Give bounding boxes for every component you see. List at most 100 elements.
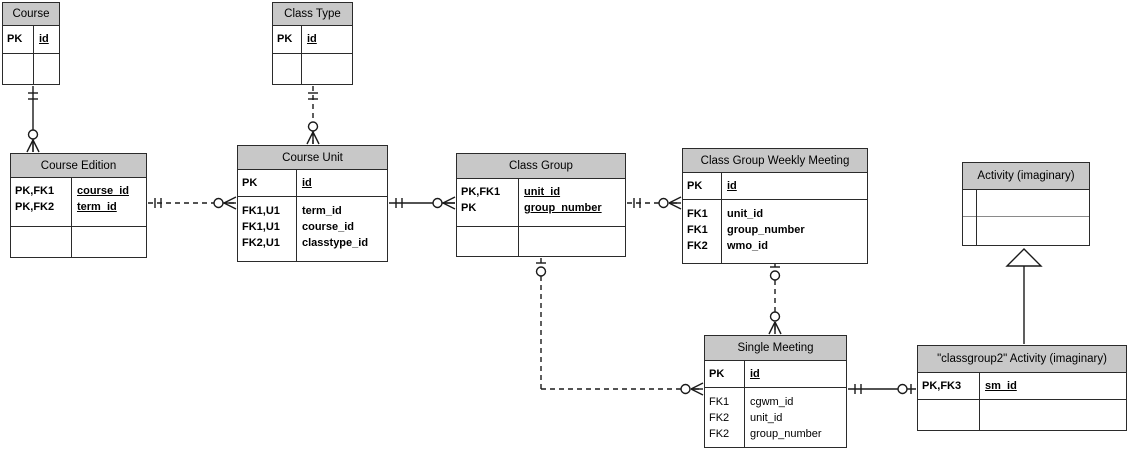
column-divider [518, 179, 519, 256]
cardinality-zero-circle [897, 383, 908, 395]
crow-foot-line [26, 139, 34, 153]
attributes-section [963, 217, 1089, 245]
table-title: Class Group [457, 154, 625, 179]
primary-key-section [963, 190, 1089, 217]
field-name: course_id [77, 185, 129, 197]
cardinality-zero-circle [213, 197, 224, 209]
crow-foot-line [768, 321, 776, 335]
attributes-section [3, 54, 59, 84]
field-name: group_number [727, 224, 805, 236]
field-row: PK,FK1 unit_id [457, 184, 625, 200]
table-title: Course Unit [238, 146, 387, 170]
field-key-label: FK1,U1 [242, 205, 280, 217]
crow-foot-line [306, 131, 314, 145]
table-title: Activity (imaginary) [963, 163, 1089, 190]
field-name: id [39, 33, 49, 45]
field-key-label: PK,FK3 [922, 380, 962, 392]
crow-foot-line [32, 139, 40, 153]
crow-foot-line [690, 382, 704, 390]
field-key-label: FK1 [709, 396, 730, 408]
cardinality-zero-circle [27, 129, 39, 140]
generalization-triangle-icon [1005, 248, 1043, 267]
field-name: group_number [524, 202, 602, 214]
column-divider [296, 170, 297, 261]
cardinality-zero-circle [432, 197, 443, 209]
field-key-label: FK2,U1 [242, 237, 280, 249]
field-name: unit_id [524, 186, 561, 198]
cardinality-zero-circle [658, 197, 669, 209]
table-title: Class Type [273, 3, 352, 26]
table-title: Course [3, 3, 59, 26]
field-name: group_number [750, 428, 822, 440]
crow-foot-line [668, 196, 682, 204]
field-key-label: PK,FK1 [461, 186, 501, 198]
entity-table-classgroup2-activity-imaginary: "classgroup2" Activity (imaginary)PK,FK3… [917, 345, 1127, 431]
field-key-label: PK [277, 33, 293, 45]
field-row: FK2 unit_id [705, 410, 846, 426]
primary-key-section: PK id [3, 26, 59, 54]
crow-foot-line [774, 321, 782, 335]
field-key-label: PK,FK2 [15, 201, 55, 213]
crow-foot-line [223, 196, 237, 204]
field-row: FK1 group_number [683, 222, 867, 238]
field-key-label: FK1 [687, 208, 708, 220]
field-row: PK id [273, 31, 352, 47]
field-key-label: PK [242, 177, 258, 189]
field-key-label: PK,FK1 [15, 185, 55, 197]
cardinality-zero-circle [535, 266, 547, 277]
primary-key-section: PK id [273, 26, 352, 54]
field-key-label: PK [687, 180, 703, 192]
column-divider [721, 173, 722, 263]
cardinality-zero-circle [769, 311, 781, 322]
field-row: PK,FK3 sm_id [918, 378, 1126, 394]
field-name: wmo_id [727, 240, 768, 252]
table-title: Course Edition [11, 154, 146, 178]
entity-table-activity-imaginary: Activity (imaginary) [962, 162, 1090, 246]
field-row: FK2,U1 classtype_id [238, 235, 387, 251]
field-name: course_id [302, 221, 354, 233]
field-name: id [750, 368, 760, 380]
column-divider [976, 190, 977, 245]
table-title: Single Meeting [705, 336, 846, 361]
field-key-label: FK1 [687, 224, 708, 236]
column-divider [33, 26, 34, 84]
field-key-label: FK2 [687, 240, 708, 252]
primary-key-section: PK id [683, 173, 867, 200]
column-divider [71, 178, 72, 257]
primary-key-section: PK,FK3 sm_id [918, 373, 1126, 400]
field-name: sm_id [985, 380, 1017, 392]
field-row: FK1,U1 course_id [238, 219, 387, 235]
crow-foot-line [442, 202, 456, 210]
crow-foot-line [312, 131, 320, 145]
field-key-label: FK2 [709, 412, 730, 424]
crow-foot-line [442, 196, 456, 204]
field-key-label: FK1,U1 [242, 221, 280, 233]
column-divider [301, 26, 302, 84]
field-key-label: PK [7, 33, 23, 45]
field-name: classtype_id [302, 237, 369, 249]
field-name: id [307, 33, 317, 45]
field-row: FK1,U1 term_id [238, 203, 387, 219]
field-row: PK id [683, 178, 867, 194]
field-name: id [727, 180, 737, 192]
field-name: unit_id [750, 412, 783, 424]
field-row: PK id [3, 31, 59, 47]
field-name: term_id [302, 205, 342, 217]
field-row: FK2 wmo_id [683, 238, 867, 254]
